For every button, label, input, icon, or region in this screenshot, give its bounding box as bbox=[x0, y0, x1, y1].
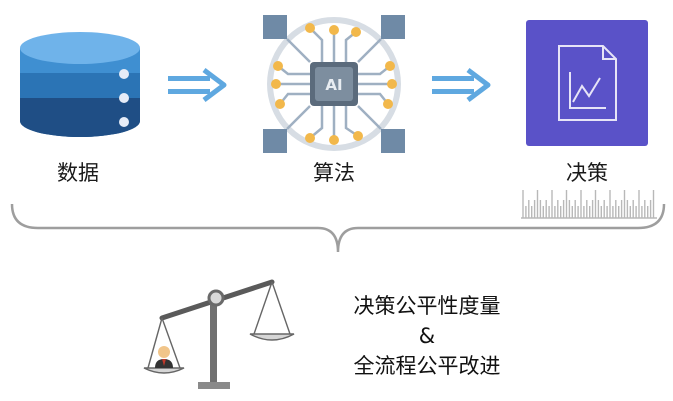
ai-chip-text: AI bbox=[325, 76, 342, 94]
database-icon bbox=[20, 32, 140, 137]
balance-scale-icon bbox=[143, 279, 295, 389]
double-arrow-icon bbox=[432, 68, 491, 102]
caption-line-1: 决策公平性度量 bbox=[353, 294, 501, 318]
stage-label-data: 数据 bbox=[57, 161, 99, 185]
double-arrow-icon bbox=[168, 68, 227, 102]
stage-label-algorithm: 算法 bbox=[313, 161, 355, 185]
caption-block: 决策公平性度量 & 全流程公平改进 bbox=[312, 291, 542, 381]
caption-line-2: & bbox=[418, 324, 436, 348]
ai-chip-icon: AI bbox=[263, 15, 405, 153]
curly-brace bbox=[10, 203, 666, 253]
decision-report-icon bbox=[526, 20, 648, 146]
person-icon bbox=[155, 346, 173, 368]
caption-line-3: 全流程公平改进 bbox=[353, 354, 501, 378]
stage-label-decision: 决策 bbox=[566, 161, 608, 185]
barcode-icon bbox=[521, 190, 657, 219]
